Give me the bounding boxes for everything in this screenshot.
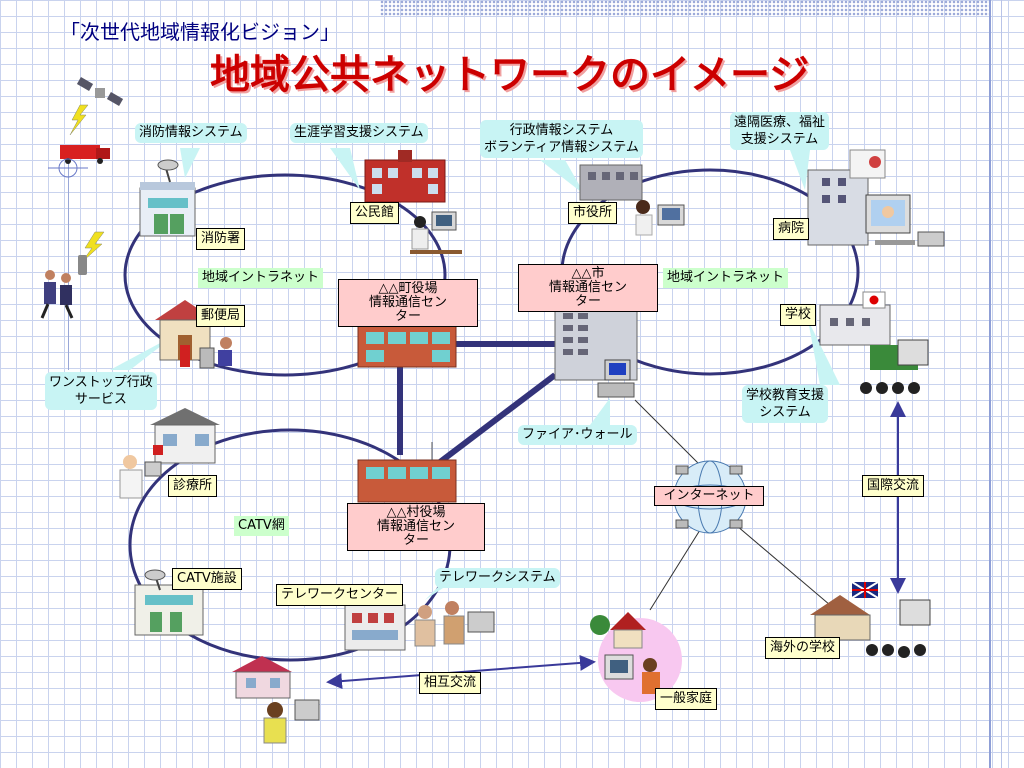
callout-pointer-school [808,320,840,385]
city-center-line: 情報通信セン [548,280,627,295]
town-info-center-building-icon [357,324,457,368]
service-line: サービス [74,392,127,407]
mutual-exchange-label: 相互交流 [419,672,482,694]
school-label: 学校 [780,304,817,326]
village-info-center-label: △△村役場 情報通信セン ター [347,503,485,551]
lightning-icon [69,104,89,136]
crosshair-icon [48,158,88,178]
fire-truck-icon [60,145,110,164]
town-center-line-2: ター [394,309,421,324]
household-label: 一般家庭 [655,688,718,710]
house-telework-icon [232,656,292,699]
village-center-line: 情報通信セン [376,519,455,534]
school-education-support-callout: 学校教育支援 システム [742,385,829,423]
internet-label: インターネット [654,486,764,506]
telework-system-callout: テレワークシステム [435,568,560,588]
fire-station-building-icon [139,159,196,237]
telework-center-label: テレワークセンター [276,584,404,606]
town-center-line: 情報通信セン [368,295,447,310]
village-info-center-building-icon [357,442,457,503]
remote-medical-system-callout: 遠隔医療、福祉 支援システム [730,112,830,150]
household-family-icon [590,612,682,702]
intranet-loop-left [123,173,447,377]
callout-pointer-fire [180,148,200,178]
left-guide-line [68,150,69,370]
admin-volunteer-system-callout: 行政情報システム ボランティア情報システム [480,120,643,158]
header-dot-band [380,0,990,16]
walking-people-icon [40,270,74,319]
village-office-line: △△村役場 [386,505,446,520]
clinic-label: 診療所 [168,475,218,497]
right-border-line-thin [1001,0,1002,768]
link-internet-overseas [729,519,831,606]
hospital-building-icon [807,149,886,246]
volunteer-system-line: ボランティア情報システム [484,140,639,155]
students-icon-1 [860,339,929,394]
person-at-computer-icon-2 [635,200,685,236]
regional-intranet-right-label: 地域イントラネット [663,268,789,288]
fire-info-system-callout: 消防情報システム [135,123,247,143]
link-internet-home [649,529,701,611]
village-center-line-2: ター [402,533,429,548]
support-system-line: 支援システム [740,132,819,147]
school-system-line: システム [759,405,811,420]
onestop-service-callout: ワンストップ行政 サービス [45,372,157,410]
telework-workers-icon [414,601,495,647]
hospital-label: 病院 [773,218,810,240]
city-line: △△市 [571,266,605,281]
clinic-building-icon [150,408,220,464]
city-center-line-2: ター [574,294,601,309]
callout-pointer-onestop [110,335,175,370]
mail-carrier-icon [199,337,232,369]
regional-intranet-left-label: 地域イントラネット [198,268,324,288]
lifelong-learning-system-callout: 生涯学習支援システム [290,123,428,143]
trunk-city-village [438,372,557,465]
callout-pointer-remote [790,150,810,190]
community-hall-label: 公民館 [350,202,400,224]
catv-network-label: CATV網 [234,516,289,536]
catv-facility-label: CATV施設 [172,568,242,590]
town-office-line: △△町役場 [378,281,438,296]
telework-center-building-icon [344,604,406,651]
right-border-line [989,0,991,768]
students-icon-2 [866,599,931,658]
satellite-icon [76,77,124,106]
callout-pointer-admin [540,160,585,195]
post-office-label: 郵便局 [196,305,246,327]
community-hall-building-icon [364,150,446,203]
remote-medical-line: 遠隔医療、福祉 [734,115,826,130]
firewall-callout: ファイア･ウォール [518,425,637,445]
city-hall-building-icon [579,164,643,201]
onestop-line: ワンストップ行政 [49,375,153,390]
person-at-computer-icon-1 [410,211,462,254]
callout-pointer-firewall [590,398,610,425]
town-info-center-label: △△町役場 情報通信セン ター [338,279,478,327]
callout-pointer-lifelong [330,148,360,190]
fire-station-label: 消防署 [196,228,246,250]
mobile-phone-icon [78,255,87,275]
city-info-center-label: △△市 情報通信セン ター [518,264,658,312]
doctor-video-screen-icon [865,194,945,247]
link-firewall-internet [634,399,706,471]
lightning-icon-2 [81,231,105,263]
slide-title: 地域公共ネットワークのイメージ [210,52,810,98]
overseas-school-building-icon [810,581,879,641]
catv-facility-building-icon [134,569,204,636]
slide-subtitle: 「次世代地域情報化ビジョン」 [60,20,340,44]
admin-system-line: 行政情報システム [509,123,614,138]
international-exchange-label: 国際交流 [862,475,925,497]
school-support-line: 学校教育支援 [746,388,825,403]
woman-on-phone-icon [263,699,320,744]
city-info-center-tower-icon [554,304,638,398]
doctor-icon [119,455,162,499]
overseas-school-label: 海外の学校 [765,637,841,659]
city-hall-label: 市役所 [568,202,618,224]
